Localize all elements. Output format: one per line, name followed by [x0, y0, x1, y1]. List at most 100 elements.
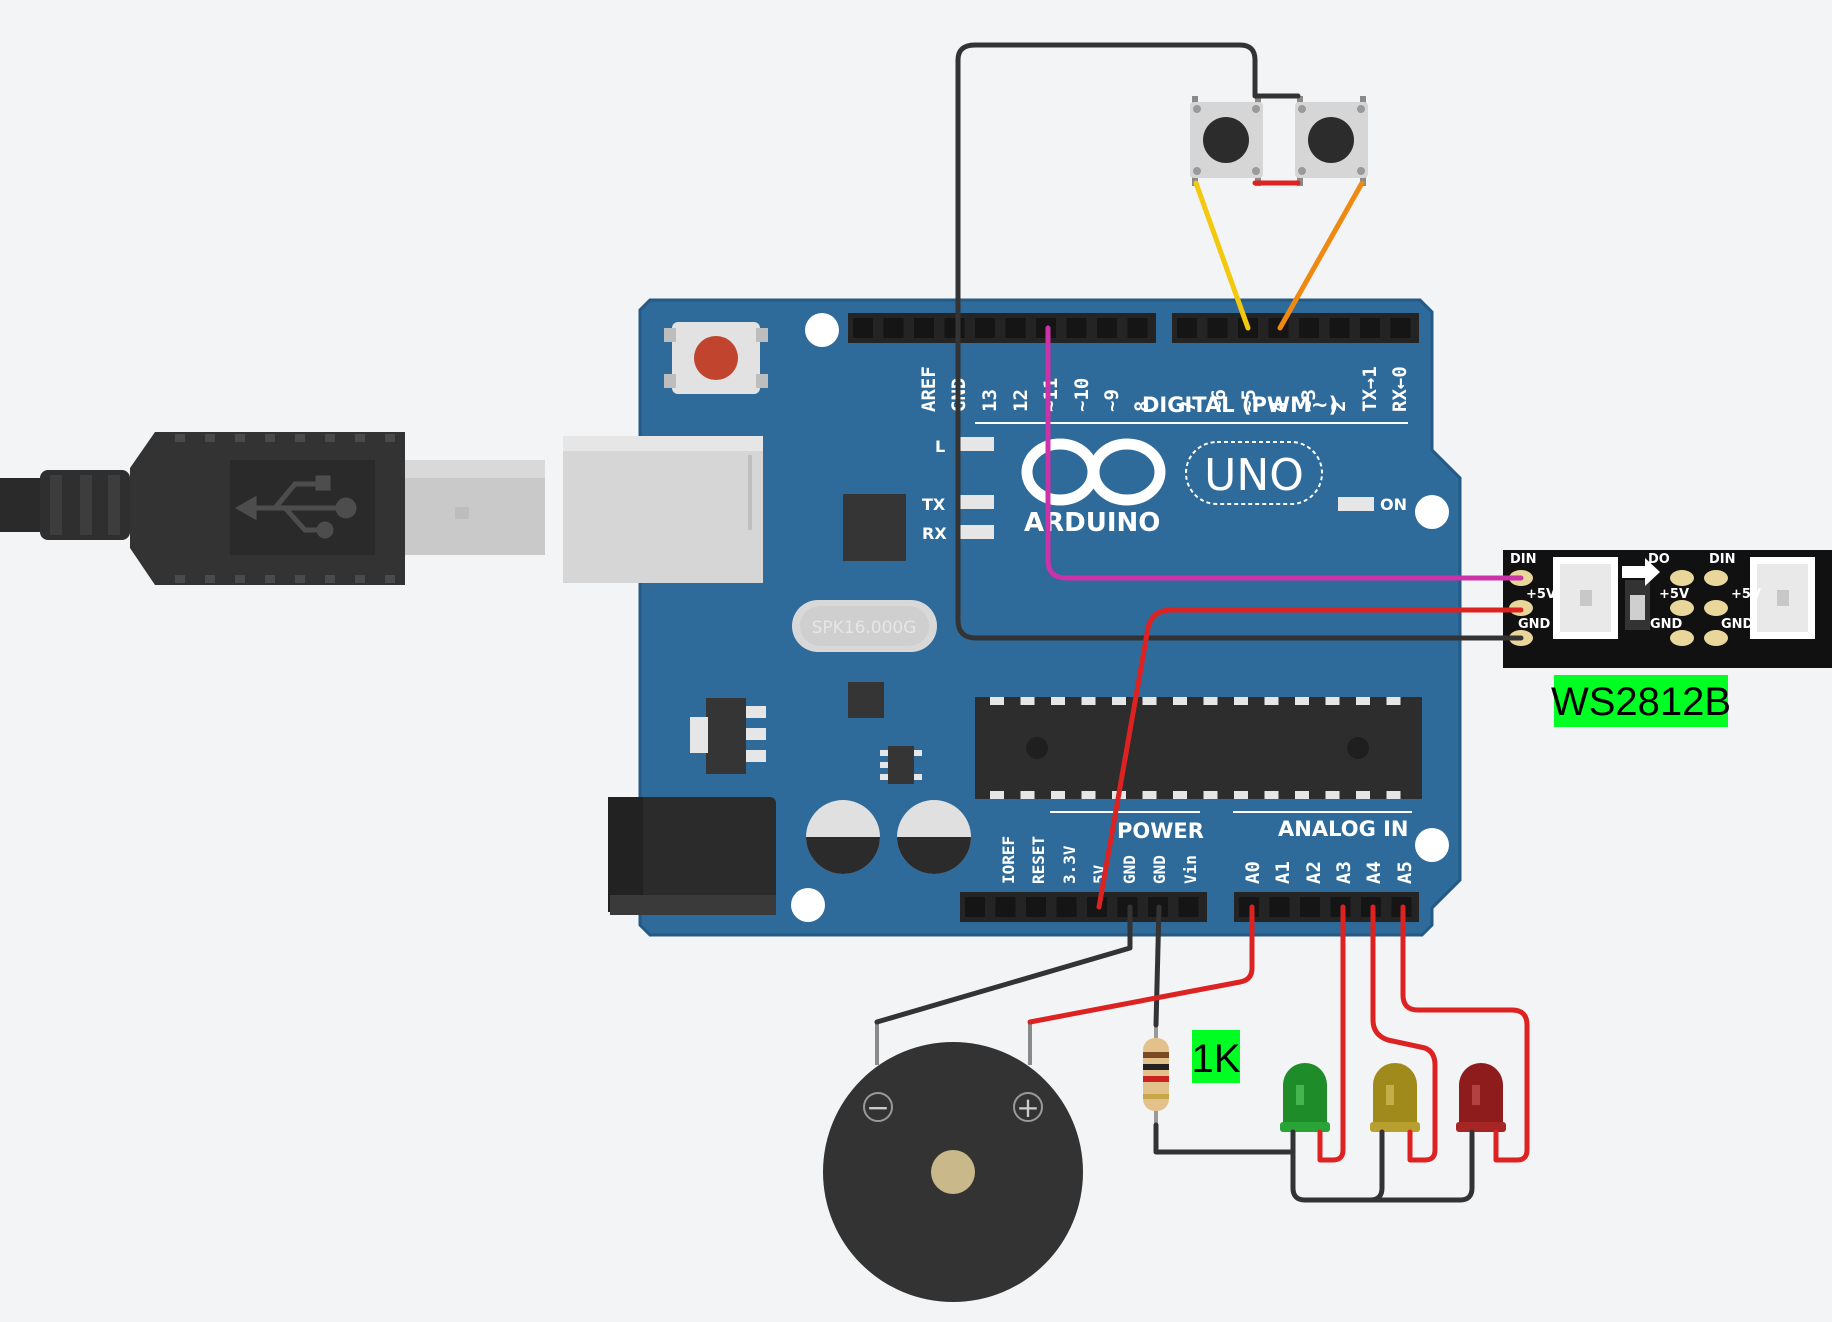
brand-label: ARDUINO — [1024, 508, 1160, 538]
analog-pin-label: A3 — [1333, 861, 1355, 884]
buzzer-plus: + — [1016, 1091, 1039, 1124]
header-pin[interactable] — [1005, 318, 1026, 338]
led-green — [1280, 1063, 1330, 1132]
header-pin[interactable] — [944, 318, 965, 338]
resistor-label: 1K — [1192, 1030, 1241, 1083]
header-pin[interactable] — [914, 318, 934, 338]
digital-pin-label: AREF — [918, 366, 940, 412]
analog-header[interactable] — [1234, 892, 1419, 922]
arduino-logo — [1021, 438, 1166, 506]
model-label: UNO — [1204, 450, 1304, 501]
digital-pin-label: 2 — [1328, 401, 1350, 412]
header-pin[interactable] — [965, 897, 985, 917]
header-pin[interactable] — [995, 897, 1016, 917]
analog-label: ANALOG IN — [1278, 817, 1409, 841]
header-pin[interactable] — [1300, 897, 1320, 917]
mounting-hole — [1415, 495, 1449, 529]
header-pin[interactable] — [1239, 897, 1259, 917]
header-pin[interactable] — [1177, 318, 1197, 338]
digital-pin-label: ~9 — [1101, 389, 1123, 412]
arrow-icon — [1622, 558, 1660, 586]
header-pin[interactable] — [853, 318, 873, 338]
power-label: POWER — [1117, 819, 1204, 843]
strip-pin-gnd: GND — [1518, 617, 1551, 632]
usb-port[interactable] — [563, 436, 763, 583]
strip-pin-5v: +5V — [1731, 587, 1761, 602]
analog-pin-label: A2 — [1303, 861, 1325, 884]
strip-pin-din: DIN — [1709, 552, 1736, 567]
usb-cable — [0, 432, 545, 585]
analog-pin-label: A5 — [1394, 861, 1416, 884]
header-pin[interactable] — [1097, 318, 1117, 338]
dc-power-jack — [608, 797, 776, 915]
capacitor — [806, 800, 880, 874]
header-pin[interactable] — [975, 318, 995, 338]
push-button-right[interactable] — [1295, 96, 1368, 186]
led-pixel — [1750, 557, 1815, 639]
power-pin-label: 3.3V — [1060, 845, 1079, 884]
strip-pin-din: DIN — [1510, 552, 1537, 567]
mounting-hole — [1415, 828, 1449, 862]
buzzer-minus: − — [866, 1091, 889, 1124]
digital-pin-label: TX→1 — [1359, 366, 1381, 412]
digital-pin-label: ~5 — [1238, 389, 1260, 412]
strip-pin-gnd: GND — [1721, 617, 1754, 632]
strip-pin-gnd: GND — [1650, 617, 1683, 632]
crystal: SPK16.000G — [792, 600, 937, 652]
power-pin-label: IOREF — [999, 836, 1018, 884]
strip-label: WS2812B — [1551, 675, 1731, 727]
usb-chip — [843, 494, 906, 561]
piezo-buzzer: − + — [823, 1022, 1083, 1302]
power-pin-label: RESET — [1029, 836, 1048, 884]
led-on — [1338, 497, 1374, 511]
digital-pin-label: RX←0 — [1389, 366, 1411, 412]
wires — [874, 42, 1530, 1203]
push-button-left[interactable] — [1190, 96, 1263, 186]
analog-pin-label: A4 — [1363, 861, 1385, 884]
small-chip — [848, 682, 884, 718]
resistor-1k — [1143, 1025, 1169, 1125]
led-red — [1456, 1063, 1506, 1132]
voltage-regulator — [690, 698, 766, 774]
led-rx-label: RX — [922, 524, 947, 543]
digital-pin-label: 4 — [1268, 401, 1290, 412]
digital-pin-label: 8 — [1131, 401, 1153, 412]
capacitor — [897, 800, 971, 874]
small-ic — [880, 746, 922, 784]
mounting-hole — [791, 888, 825, 922]
mounting-hole — [805, 313, 839, 347]
power-pin-label: GND — [1120, 855, 1139, 884]
analog-pin-label: A0 — [1242, 861, 1264, 884]
digital-pin-label: 7 — [1178, 401, 1200, 412]
svg-text:SPK16.000G: SPK16.000G — [812, 618, 917, 638]
header-pin[interactable] — [1329, 318, 1350, 338]
power-pin-label: GND — [1150, 855, 1169, 884]
header-pin[interactable] — [1299, 318, 1319, 338]
header-pin[interactable] — [1360, 318, 1380, 338]
header-pin[interactable] — [1390, 318, 1411, 338]
digital-pin-label: ~3 — [1298, 389, 1320, 412]
header-pin[interactable] — [883, 318, 904, 338]
header-pin[interactable] — [1207, 318, 1228, 338]
led-on-label: ON — [1380, 495, 1407, 514]
header-pin[interactable] — [1026, 897, 1046, 917]
header-pin[interactable] — [1127, 318, 1148, 338]
digital-pin-label: ~10 — [1071, 378, 1093, 412]
header-pin[interactable] — [1056, 897, 1077, 917]
header-pin[interactable] — [1269, 897, 1290, 917]
digital-header[interactable] — [848, 313, 1419, 343]
svg-text:1K: 1K — [1192, 1037, 1241, 1081]
led-rx — [958, 525, 994, 539]
led-yellow — [1370, 1063, 1420, 1132]
atmega-chip — [975, 697, 1422, 799]
header-pin[interactable] — [1066, 318, 1087, 338]
reset-button[interactable] — [664, 322, 768, 394]
svg-text:WS2812B: WS2812B — [1551, 680, 1731, 724]
digital-pin-label: ~11 — [1040, 378, 1062, 412]
led-l-label: L — [935, 437, 945, 456]
header-pin[interactable] — [1178, 897, 1199, 917]
